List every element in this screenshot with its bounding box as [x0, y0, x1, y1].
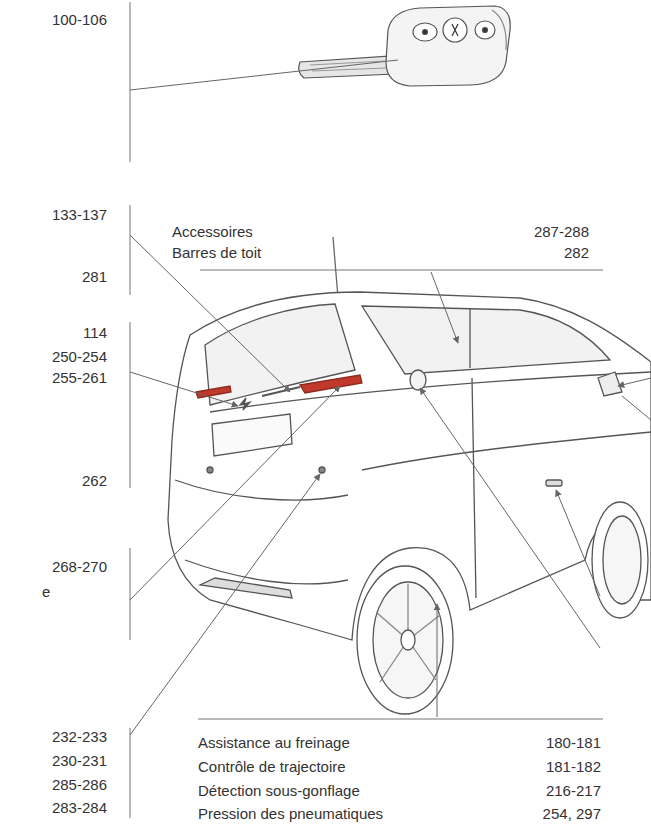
divider-line	[200, 270, 603, 271]
rear-rim	[373, 582, 443, 698]
plate-recess	[212, 414, 292, 456]
page-reference: 254, 297	[543, 805, 601, 823]
parking-sensor	[207, 467, 213, 473]
bracket	[130, 322, 131, 488]
side-window	[362, 306, 610, 374]
callout-number: 100-106	[52, 11, 107, 29]
page-reference: 180-181	[546, 734, 601, 752]
callout-number: 262	[82, 472, 107, 490]
page-reference: 216-217	[546, 782, 601, 800]
bracket	[130, 2, 131, 162]
leader-line	[437, 604, 438, 717]
callout-number: 268-270	[52, 558, 107, 576]
key-fob	[299, 6, 511, 86]
tail-light	[196, 386, 231, 398]
rear-tyre	[357, 566, 453, 714]
car	[168, 237, 651, 714]
callout-number: 283-284	[52, 799, 107, 817]
key-blade	[299, 56, 395, 78]
feature-name: Pression des pneumatiques	[198, 805, 383, 823]
divider-line	[198, 719, 603, 720]
key-icon	[423, 30, 428, 35]
key-icon	[483, 28, 488, 33]
fuel-flap	[410, 370, 426, 390]
front-tyre	[592, 502, 648, 618]
tail-light	[300, 375, 362, 393]
leader-lines	[130, 60, 651, 735]
mirror	[598, 372, 622, 396]
callout-number: 133-137	[52, 206, 107, 224]
callout-number: 281	[82, 268, 107, 286]
feature-name: Contrôle de trajectoire	[198, 758, 346, 776]
pillar	[469, 309, 470, 368]
hub	[401, 630, 415, 650]
badge	[240, 398, 250, 410]
page-reference: 287-288	[534, 223, 589, 241]
leader-line	[622, 396, 651, 420]
leader-line	[420, 388, 600, 648]
bracket	[130, 205, 131, 295]
page-reference: 282	[564, 244, 589, 262]
feature-name: Accessoires	[172, 223, 253, 241]
key-button	[475, 21, 495, 39]
callout-number: 114	[83, 324, 107, 342]
key-body	[386, 6, 510, 86]
bracket	[130, 548, 131, 640]
leader-line	[130, 474, 320, 735]
character-line	[362, 432, 651, 470]
leader-line	[130, 235, 290, 392]
leader-line	[556, 490, 600, 596]
antenna	[333, 237, 338, 298]
bumper-line	[175, 480, 348, 500]
door-handle	[546, 480, 562, 486]
leader-line	[130, 386, 340, 600]
callout-number: 255-261	[52, 369, 107, 387]
leader-line	[130, 372, 238, 406]
feature-name: Détection sous-gonflage	[198, 782, 360, 800]
callout-number: 232-233	[52, 728, 107, 746]
feature-name: Barres de toit	[172, 244, 261, 262]
key-button	[443, 18, 467, 42]
exhaust	[200, 578, 292, 598]
leader-line	[431, 272, 458, 343]
text-fragment: e	[42, 583, 50, 601]
page-reference: 181-182	[546, 758, 601, 776]
key-button	[413, 23, 437, 41]
leader-line	[130, 60, 398, 90]
callout-number: 285-286	[52, 776, 107, 794]
feature-name: Assistance au freinage	[198, 734, 350, 752]
key-icon	[452, 24, 458, 36]
bracket	[130, 728, 131, 818]
parking-sensor	[319, 467, 325, 473]
front-rim	[603, 516, 641, 604]
rear-wiper	[262, 387, 300, 396]
door-line	[472, 378, 476, 598]
rim-spokes	[376, 584, 440, 682]
callout-number: 250-254	[52, 348, 107, 366]
leader-line	[618, 378, 651, 386]
callout-number: 230-231	[52, 752, 107, 770]
